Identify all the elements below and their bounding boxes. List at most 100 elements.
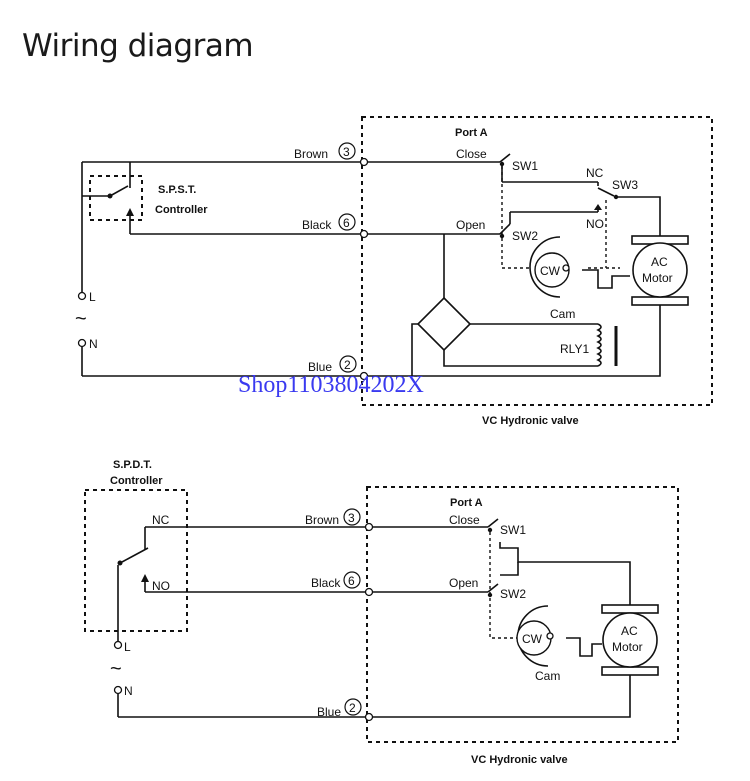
motor-label-1-2: AC bbox=[621, 624, 638, 638]
sw1-label-2: SW1 bbox=[500, 523, 526, 537]
cam-shape bbox=[529, 236, 561, 298]
motor-bottom-plate bbox=[631, 296, 689, 306]
relay-label: RLY1 bbox=[560, 342, 589, 356]
rectifier-to-relay-bottom bbox=[443, 350, 598, 367]
open-label: Open bbox=[456, 218, 485, 232]
spst-diagram: VC Hydronic valve Port A S.P.S.T. Contro… bbox=[75, 116, 713, 427]
terminal-n-label-2: N bbox=[124, 684, 133, 698]
cam-label-2: Cam bbox=[535, 669, 560, 683]
black-number-circle-2 bbox=[343, 571, 361, 589]
spdt-controller-label-2: Controller bbox=[110, 475, 163, 487]
sw3-motor-wire bbox=[618, 196, 661, 236]
nc-label: NC bbox=[586, 166, 604, 180]
brown-number-circle-2 bbox=[343, 508, 361, 526]
cam-motor-link-2 bbox=[566, 637, 602, 657]
blue-internal-wire bbox=[368, 305, 661, 377]
sw2-output-wire bbox=[500, 562, 519, 576]
black-terminal bbox=[359, 229, 369, 239]
brown-label: Brown bbox=[294, 147, 328, 161]
cam-shaft bbox=[562, 264, 570, 272]
motor-bottom-plate-2 bbox=[601, 666, 659, 676]
controller-no-label: NO bbox=[152, 579, 170, 593]
black-number-circle bbox=[338, 213, 356, 231]
ac-symbol-2: ~ bbox=[110, 658, 122, 680]
open-label-2: Open bbox=[449, 576, 478, 590]
sw3-arrow bbox=[594, 204, 602, 210]
blue-terminal bbox=[359, 371, 369, 381]
sw3-contact bbox=[613, 194, 619, 200]
cam-label: Cam bbox=[550, 307, 575, 321]
black-number-2: 6 bbox=[348, 574, 355, 588]
motor-label-1: AC bbox=[651, 255, 668, 269]
motor-label-2-2: Motor bbox=[612, 640, 643, 654]
controller-blade bbox=[121, 547, 149, 563]
controller-no-arrow bbox=[141, 574, 149, 582]
sw1-output-wire bbox=[499, 542, 631, 605]
spst-controller-label-2: Controller bbox=[155, 204, 208, 216]
controller-common bbox=[117, 560, 123, 566]
black-number: 6 bbox=[343, 216, 350, 230]
ac-motor-2 bbox=[602, 612, 658, 668]
sw2-label: SW2 bbox=[512, 229, 538, 243]
cam-shaft-2 bbox=[546, 632, 554, 640]
sw2-blade-2 bbox=[487, 583, 499, 593]
blue-number: 2 bbox=[344, 358, 351, 372]
motor-label-2: Motor bbox=[642, 271, 673, 285]
bridge-rectifier bbox=[416, 296, 472, 352]
page-title: Wiring diagram bbox=[22, 28, 254, 64]
valve-enclosure-2 bbox=[366, 486, 679, 743]
black-label: Black bbox=[302, 218, 332, 232]
valve-enclosure bbox=[361, 116, 713, 406]
sw2-contact bbox=[499, 233, 505, 239]
blue-number-circle-2 bbox=[344, 698, 362, 716]
port-label: Port A bbox=[455, 127, 488, 139]
valve-label: VC Hydronic valve bbox=[482, 415, 579, 427]
terminal-n-2 bbox=[113, 685, 123, 695]
terminal-l-label-2: L bbox=[124, 640, 131, 654]
terminal-l-2 bbox=[113, 640, 123, 650]
ac-symbol: ~ bbox=[75, 308, 87, 330]
terminal-l-label: L bbox=[89, 290, 96, 304]
controller-nc-label: NC bbox=[152, 513, 170, 527]
sw1-blade bbox=[499, 153, 511, 163]
terminal-n bbox=[77, 338, 87, 348]
relay-coil bbox=[596, 323, 602, 367]
sw1-contact-2 bbox=[487, 527, 493, 533]
black-label-2: Black bbox=[311, 576, 341, 590]
sw1-blade-2 bbox=[487, 518, 499, 528]
blue-number-circle bbox=[339, 355, 357, 373]
spst-controller-box bbox=[89, 175, 143, 221]
spdt-controller-box bbox=[84, 489, 188, 632]
cw-label: CW bbox=[540, 264, 561, 278]
spdt-diagram: VC Hydronic valve Port A S.P.D.T. Contro… bbox=[84, 459, 679, 766]
sw2-label-2: SW2 bbox=[500, 587, 526, 601]
cam-shape-2 bbox=[517, 605, 549, 667]
ac-motor bbox=[632, 242, 688, 298]
watermark: Shop1103804202X bbox=[238, 372, 424, 398]
sw1-label: SW1 bbox=[512, 159, 538, 173]
cam-motor-link bbox=[582, 269, 630, 289]
sw3-blade bbox=[597, 187, 615, 197]
spst-controller-label: S.P.S.T. bbox=[158, 184, 196, 196]
brown-terminal-2 bbox=[364, 522, 374, 532]
brown-label-2: Brown bbox=[305, 513, 339, 527]
terminal-n-label: N bbox=[89, 337, 98, 351]
blue-terminal-2 bbox=[364, 712, 374, 722]
port-label-2: Port A bbox=[450, 497, 483, 509]
close-label-2: Close bbox=[449, 513, 480, 527]
blue-label: Blue bbox=[308, 360, 332, 374]
terminal-l bbox=[77, 291, 87, 301]
motor-top-plate-2 bbox=[601, 604, 659, 614]
brown-terminal bbox=[359, 157, 369, 167]
no-label: NO bbox=[586, 217, 604, 231]
blue-label-2: Blue bbox=[317, 705, 341, 719]
valve-label-2: VC Hydronic valve bbox=[471, 754, 568, 766]
blue-internal-wire-2 bbox=[373, 675, 631, 718]
brown-number-2: 3 bbox=[348, 511, 355, 525]
blue-number-2: 2 bbox=[349, 701, 356, 715]
rectifier-return bbox=[411, 323, 418, 376]
sw3-label: SW3 bbox=[612, 178, 638, 192]
black-terminal-2 bbox=[364, 587, 374, 597]
switch-linkage-2 bbox=[489, 532, 520, 639]
